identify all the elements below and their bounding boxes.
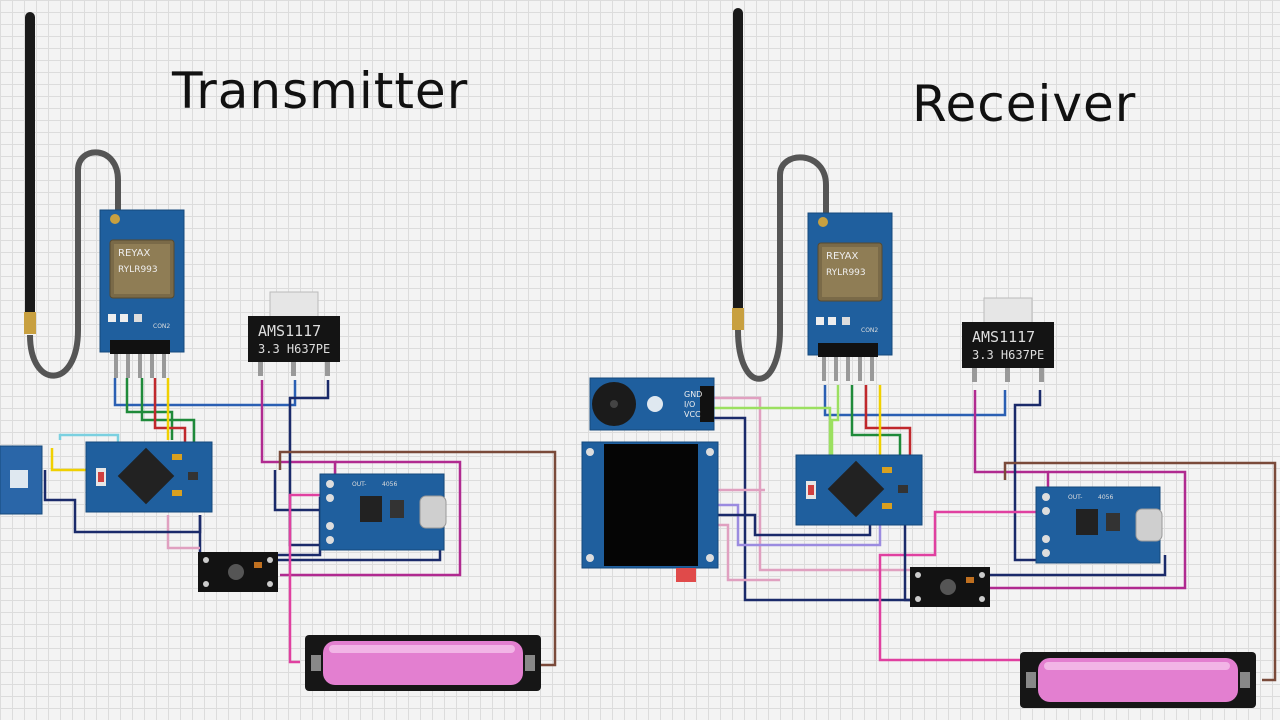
rx-pro-mini	[795, 454, 923, 526]
rx-buzzer-io-label: I/O	[684, 400, 695, 409]
rx-antenna-cable	[735, 154, 829, 382]
rx-wires	[708, 385, 1277, 682]
rx-lora-brand: REYAX	[826, 251, 858, 262]
rx-buzzer-gnd-label: GND	[684, 390, 702, 399]
rx-battery-holder	[1020, 652, 1256, 708]
tx-regulator-line2: 3.3 H637PE	[258, 342, 330, 356]
tx-lora-model: RYLR993	[118, 265, 158, 275]
receiver-title: Receiver	[912, 75, 1137, 133]
transmitter-circuit: REYAX RYLR993 CON2 AMS1117 3.3 H637PE OU…	[0, 12, 557, 691]
rx-regulator-line2: 3.3 H637PE	[972, 348, 1044, 362]
tx-regulator-line1: AMS1117	[258, 322, 321, 340]
rx-antenna	[732, 8, 744, 330]
rx-boost-converter	[910, 567, 990, 607]
rx-buzzer-vcc-label: VCC	[684, 410, 701, 419]
tx-antenna-cable	[27, 149, 121, 379]
tx-lora-brand: REYAX	[118, 248, 150, 259]
tx-lora-con2: CON2	[153, 323, 170, 330]
tx-battery-holder	[305, 635, 541, 691]
tx-sensor-module	[0, 445, 43, 515]
tx-lora-module	[99, 209, 185, 379]
tx-boost-converter	[198, 552, 278, 592]
tx-antenna	[24, 12, 36, 334]
receiver-circuit: GND I/O VCC REYAX RYLR993 CON2 AMS1117 3…	[581, 8, 1277, 708]
tx-wires	[43, 378, 557, 667]
transmitter-title: Transmitter	[172, 62, 469, 120]
rx-charger-chip-label: 4056	[1098, 494, 1113, 501]
rx-charger-out-label: OUT-	[1068, 494, 1082, 501]
tx-pro-mini	[85, 441, 213, 513]
rx-regulator-line1: AMS1117	[972, 328, 1035, 346]
rx-oled-display	[581, 441, 719, 582]
rx-lora-con2: CON2	[861, 327, 878, 334]
tx-charger-out-label: OUT-	[352, 481, 366, 488]
rx-lora-model: RYLR993	[826, 268, 866, 278]
tx-charger-chip-label: 4056	[382, 481, 397, 488]
rx-lora-module	[807, 212, 893, 382]
rx-buzzer-module	[589, 377, 715, 431]
